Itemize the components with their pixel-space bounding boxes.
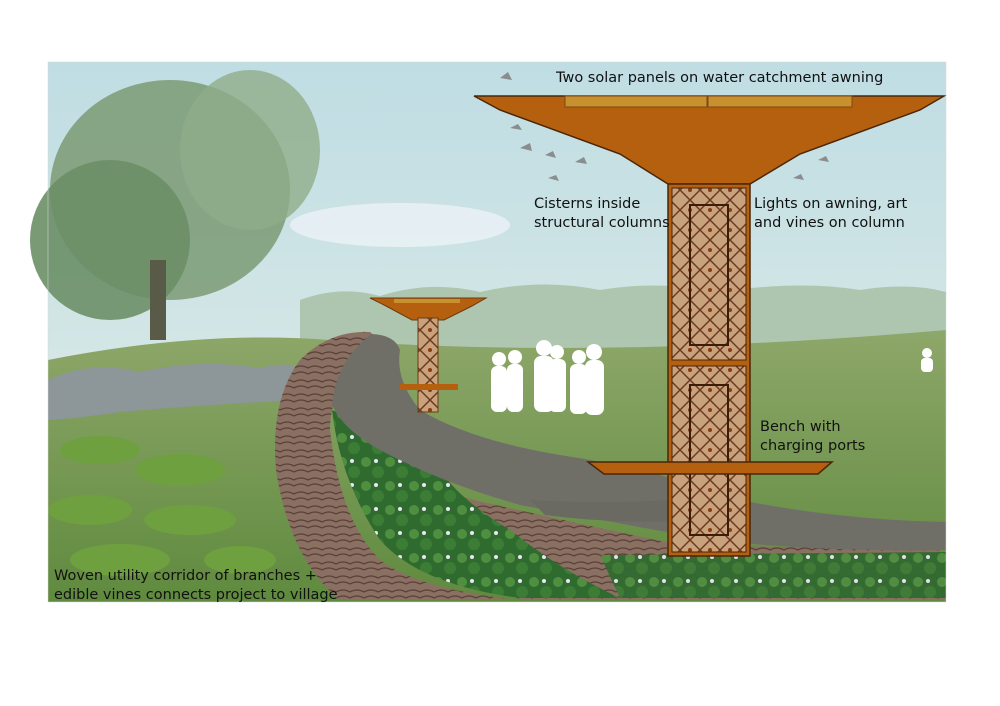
lights-caption-line-2: and vines on column [754, 215, 905, 231]
column-art-panel-lower [671, 365, 747, 553]
people-silhouettes [491, 340, 933, 415]
bench-caption: Bench with charging ports [760, 418, 865, 456]
solar-panels-caption-line: Two solar panels on water catchment awni… [556, 70, 884, 86]
rock-wall [48, 363, 300, 420]
lights-caption-line-1: Lights on awning, art [754, 196, 908, 212]
distant-kiosk [369, 297, 488, 413]
bench-caption-line-2: charging ports [760, 438, 866, 454]
solar-panel-left [564, 95, 708, 108]
woven-corridor-branches [275, 331, 520, 600]
image-frame [47, 61, 947, 603]
left-tree [30, 70, 320, 340]
lights-caption: Lights on awning, art and vines on colum… [754, 195, 907, 233]
birds [500, 72, 829, 181]
solar-panels-caption: Two solar panels on water catchment awni… [556, 69, 883, 88]
foreground-shrubs [48, 436, 276, 576]
main-kiosk [473, 95, 947, 557]
corridor-caption-line-2: edible vines connects project to village [54, 587, 338, 603]
column-art-panel-upper [671, 187, 747, 361]
cisterns-caption-line-1: Cisterns inside [534, 196, 641, 212]
bench-caption-line-1: Bench with [760, 419, 841, 435]
cisterns-caption-line-2: structural columns [534, 215, 670, 231]
corridor-caption-line-1: Woven utility corridor of branches + [54, 568, 317, 584]
path-branch [530, 498, 700, 522]
vine-strip-right [600, 552, 946, 598]
solar-panel-right [707, 95, 853, 108]
cloud [290, 203, 510, 247]
bench [585, 461, 835, 475]
corridor-caption: Woven utility corridor of branches + edi… [54, 567, 338, 605]
cisterns-caption: Cisterns inside structural columns [534, 195, 670, 233]
